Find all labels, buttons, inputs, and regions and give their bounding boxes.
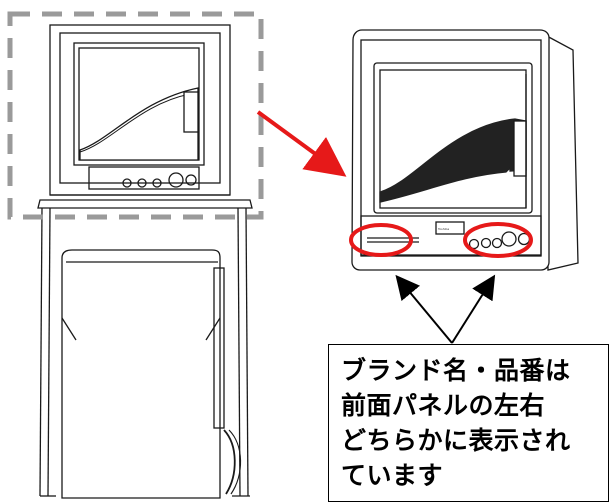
callout-line-4: ています <box>341 461 444 490</box>
red-arrow-icon <box>256 110 347 177</box>
dryer-closeup: Toshiba <box>351 29 579 271</box>
callout-line-3: どちらかに表示され <box>341 426 571 455</box>
black-arrow-icon <box>395 274 496 344</box>
small-dryer <box>49 24 231 196</box>
svg-text:Toshiba: Toshiba <box>437 227 449 231</box>
right-panel-highlight <box>463 222 533 258</box>
callout-line-1: ブランド名・品番は <box>341 356 571 385</box>
callout-box: ブランド名・品番は 前面パネルの左右 どちらかに表示され ています <box>328 344 609 502</box>
washing-machine <box>61 249 242 499</box>
dryer-on-stand <box>37 24 253 499</box>
left-panel-highlight <box>349 223 413 257</box>
stand-frame <box>37 199 253 497</box>
callout-line-2: 前面パネルの左右 <box>341 391 546 420</box>
